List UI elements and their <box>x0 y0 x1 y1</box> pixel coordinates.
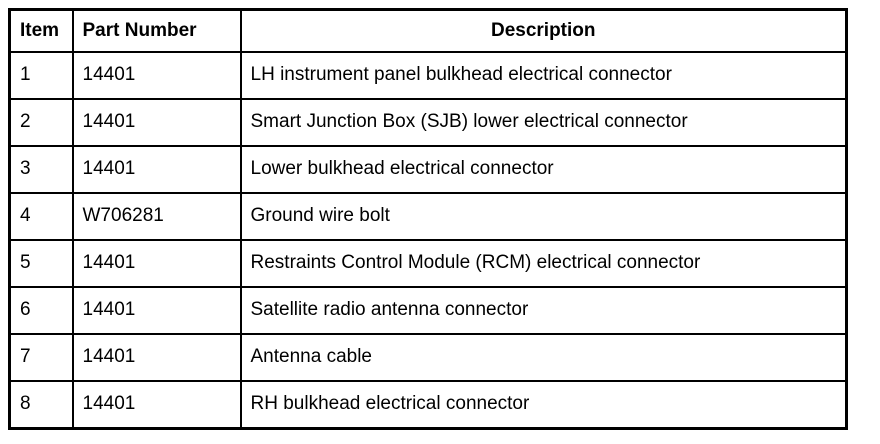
column-header-item: Item <box>8 8 74 53</box>
description-cell: Lower bulkhead electrical connector <box>239 145 848 194</box>
description-cell: Ground wire bolt <box>239 192 848 241</box>
item-cell: 3 <box>8 145 74 194</box>
item-cell: 7 <box>8 333 74 382</box>
part-number-cell: 14401 <box>71 333 242 382</box>
part-number-cell: 14401 <box>71 98 242 147</box>
description-cell: Antenna cable <box>239 333 848 382</box>
column-header-part-number: Part Number <box>71 8 242 53</box>
item-cell: 8 <box>8 380 74 430</box>
part-number-cell: W706281 <box>71 192 242 241</box>
item-cell: 2 <box>8 98 74 147</box>
part-number-cell: 14401 <box>71 380 242 430</box>
item-cell: 1 <box>8 51 74 100</box>
table-header: Item Part Number Description <box>8 8 848 53</box>
part-number-cell: 14401 <box>71 239 242 288</box>
description-cell: Restraints Control Module (RCM) electric… <box>239 239 848 288</box>
description-cell: Smart Junction Box (SJB) lower electrica… <box>239 98 848 147</box>
item-cell: 4 <box>8 192 74 241</box>
part-number-cell: 14401 <box>71 51 242 100</box>
item-cell: 5 <box>8 239 74 288</box>
item-cell: 6 <box>8 286 74 335</box>
description-cell: RH bulkhead electrical connector <box>239 380 848 430</box>
description-cell: LH instrument panel bulkhead electrical … <box>239 51 848 100</box>
part-number-cell: 14401 <box>71 145 242 194</box>
description-cell: Satellite radio antenna connector <box>239 286 848 335</box>
part-number-cell: 14401 <box>71 286 242 335</box>
header-row: Item Part Number Description <box>8 8 848 53</box>
column-header-description: Description <box>239 8 848 53</box>
